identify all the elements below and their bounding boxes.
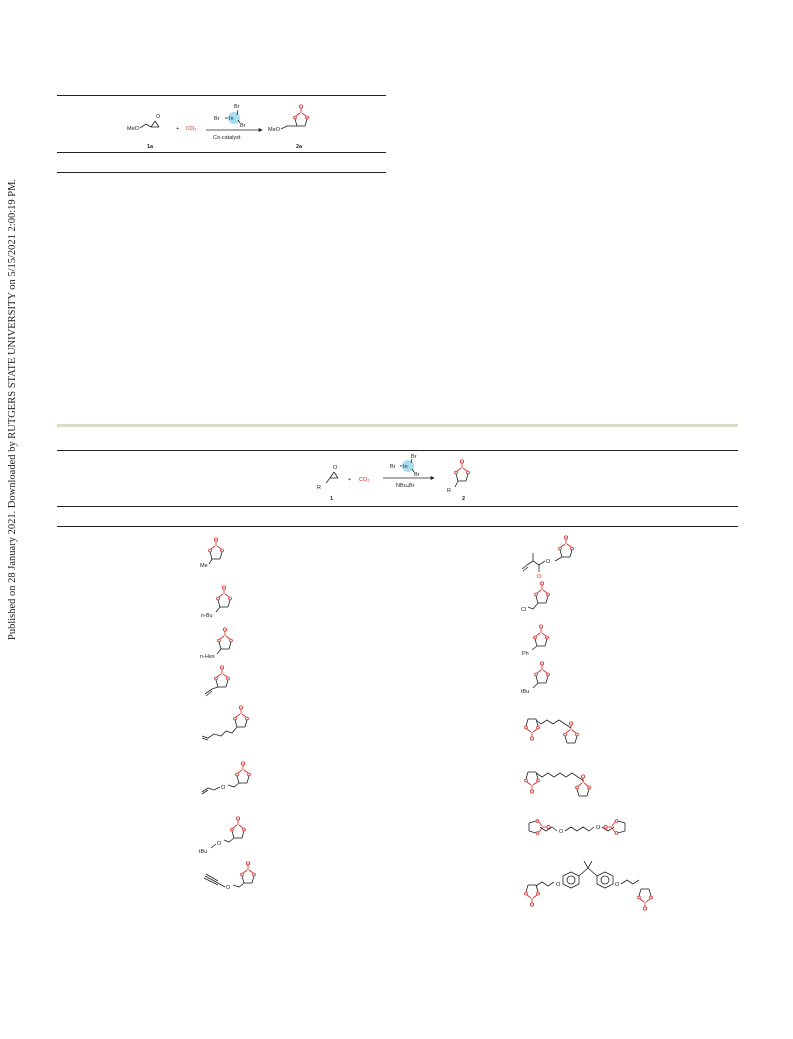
- scheme2-br-left: Br: [390, 464, 396, 470]
- scheme1-br-right: Br: [240, 123, 246, 129]
- svg-text:O: O: [217, 841, 222, 847]
- scheme2-br-top: Br: [411, 454, 417, 460]
- scheme2-br-right: Br: [414, 472, 420, 478]
- table2-top-rule: [57, 450, 738, 451]
- scheme1-compound-1a: 1a: [147, 144, 154, 150]
- scheme1: MeO O + CO₂ Br Br In Br Co-catalyst MeO …: [127, 104, 309, 150]
- table1-top-rule: [57, 95, 386, 96]
- svg-text:O: O: [156, 114, 161, 120]
- product-right-2-label: Cl: [521, 607, 526, 613]
- svg-text:O: O: [559, 829, 564, 835]
- scheme2-metal: In: [403, 464, 408, 470]
- svg-text:O: O: [615, 882, 620, 888]
- scheme2-product-label: R: [447, 488, 451, 494]
- scheme2-product-ring: [454, 459, 470, 482]
- product-left-3-label: n-Hex: [200, 654, 215, 660]
- table1-bottom-rule: [57, 172, 386, 173]
- scheme2-reagent: CO₂: [359, 477, 369, 483]
- scheme2-plus: +: [348, 477, 351, 483]
- scheme2: O R + CO₂ Br Br In Br NBu₄Br R 1 2: [317, 454, 470, 502]
- scheme1-plus: +: [176, 126, 179, 132]
- scheme1-product-label: MeO: [268, 127, 281, 133]
- scheme1-compound-2a: 2a: [296, 144, 303, 150]
- scheme1-reagent: CO₂: [186, 126, 196, 132]
- scheme2-conditions: NBu₄Br: [396, 483, 415, 489]
- svg-text:O: O: [226, 885, 231, 891]
- scheme1-conditions: Co-catalyst: [213, 135, 241, 141]
- scheme2-compound-1: 1: [330, 496, 333, 502]
- product-left-7-label: tBu: [199, 849, 207, 855]
- product-left-1-label: Me: [200, 563, 208, 569]
- product-left-2-label: n-Bu: [201, 613, 213, 619]
- products-left: Me n-Bu n-Hex O O tBu O: [199, 537, 256, 891]
- svg-text:O: O: [333, 465, 338, 471]
- table1-mid-rule: [57, 152, 386, 153]
- svg-text:O: O: [221, 785, 226, 791]
- scheme1-br-left: Br: [214, 116, 220, 122]
- product-right-3-label: Ph: [522, 651, 529, 657]
- scheme1-br-top: Br: [234, 104, 240, 110]
- scheme2-compound-2: 2: [462, 496, 465, 502]
- scheme2-reactant-label: R: [317, 485, 321, 491]
- scheme1-reactant-label: MeO: [127, 126, 140, 132]
- scheme1-metal: In: [229, 116, 234, 122]
- svg-text:O: O: [596, 825, 601, 831]
- table2-bottom-rule: [57, 526, 738, 527]
- svg-text:O: O: [546, 559, 551, 565]
- table2-header-band: [57, 424, 738, 427]
- svg-text:O: O: [556, 882, 561, 888]
- svg-text:O: O: [537, 574, 542, 580]
- products-right: O O Cl Ph tBu O O: [521, 535, 653, 911]
- table2-mid-rule: [57, 506, 738, 507]
- scheme1-product-ring: [293, 104, 309, 127]
- product-right-4-label: tBu: [521, 689, 529, 695]
